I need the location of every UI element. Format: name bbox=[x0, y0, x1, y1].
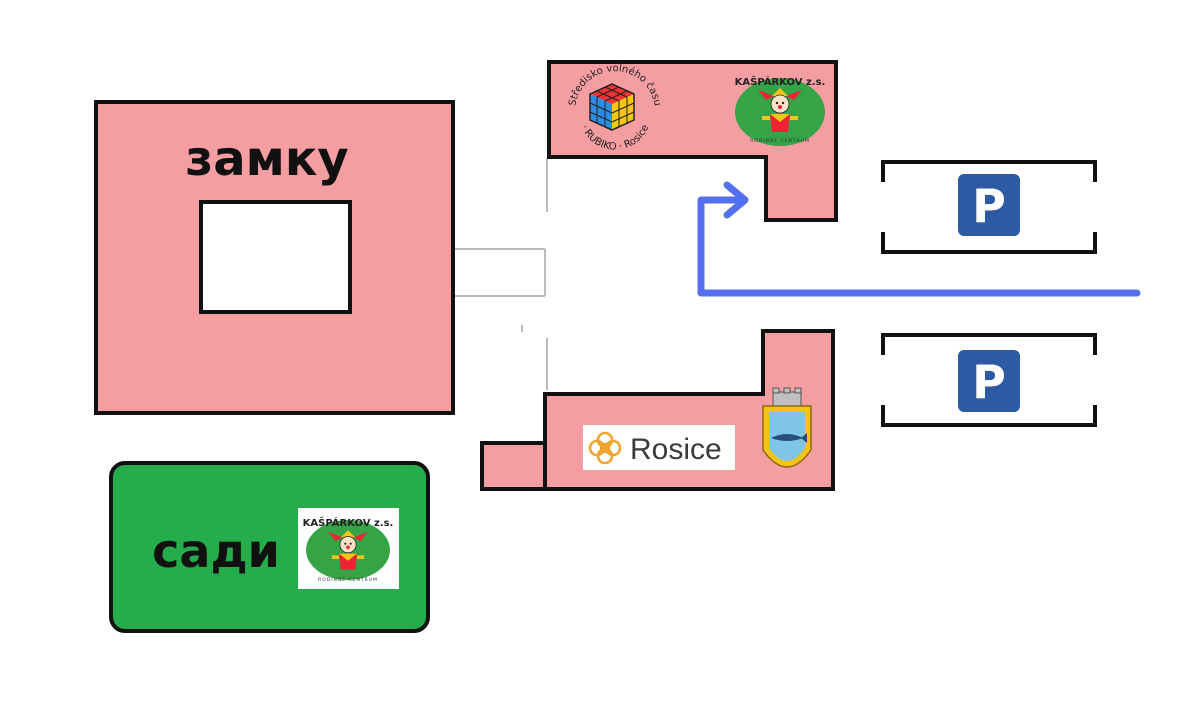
svg-text:RODINNÉ CENTRUM: RODINNÉ CENTRUM bbox=[750, 136, 810, 144]
svg-text:P: P bbox=[972, 355, 1006, 409]
kasparkov-logo-garden: KAŠPÁRKOV z.s. RODINNÉ CENTRUM bbox=[298, 508, 399, 589]
rubiks-cube-icon bbox=[589, 83, 635, 131]
garden-label: сади bbox=[152, 524, 280, 578]
passage bbox=[455, 158, 548, 390]
parking-area-upper: P bbox=[881, 160, 1097, 254]
svg-text:KAŠPÁRKOV z.s.: KAŠPÁRKOV z.s. bbox=[735, 75, 826, 88]
jester-icon bbox=[758, 88, 802, 132]
rosice-logo: Rosice bbox=[583, 425, 735, 470]
castle-label: замку bbox=[185, 131, 348, 187]
jester-icon bbox=[328, 530, 368, 570]
svg-text:Rosice: Rosice bbox=[630, 433, 722, 466]
coat-of-arms-icon bbox=[762, 387, 812, 468]
parking-icon: P bbox=[958, 350, 1020, 412]
kasparkov-logo-upper: KAŠPÁRKOV z.s. RODINNÉ CENTRUM bbox=[735, 75, 826, 146]
flower-logo-icon bbox=[588, 431, 622, 465]
parking-area-lower: P bbox=[881, 333, 1097, 427]
garden-area: сади KAŠPÁRKOV z.s. RODINNÉ CENTRUM bbox=[109, 461, 430, 633]
castle-building: замку bbox=[94, 100, 455, 415]
parking-icon: P bbox=[958, 174, 1020, 236]
svg-text:P: P bbox=[972, 179, 1006, 233]
svg-text:RODINNÉ CENTRUM: RODINNÉ CENTRUM bbox=[318, 575, 378, 583]
svg-text:KAŠPÁRKOV z.s.: KAŠPÁRKOV z.s. bbox=[303, 516, 394, 529]
route-arrow-icon bbox=[697, 181, 1141, 297]
